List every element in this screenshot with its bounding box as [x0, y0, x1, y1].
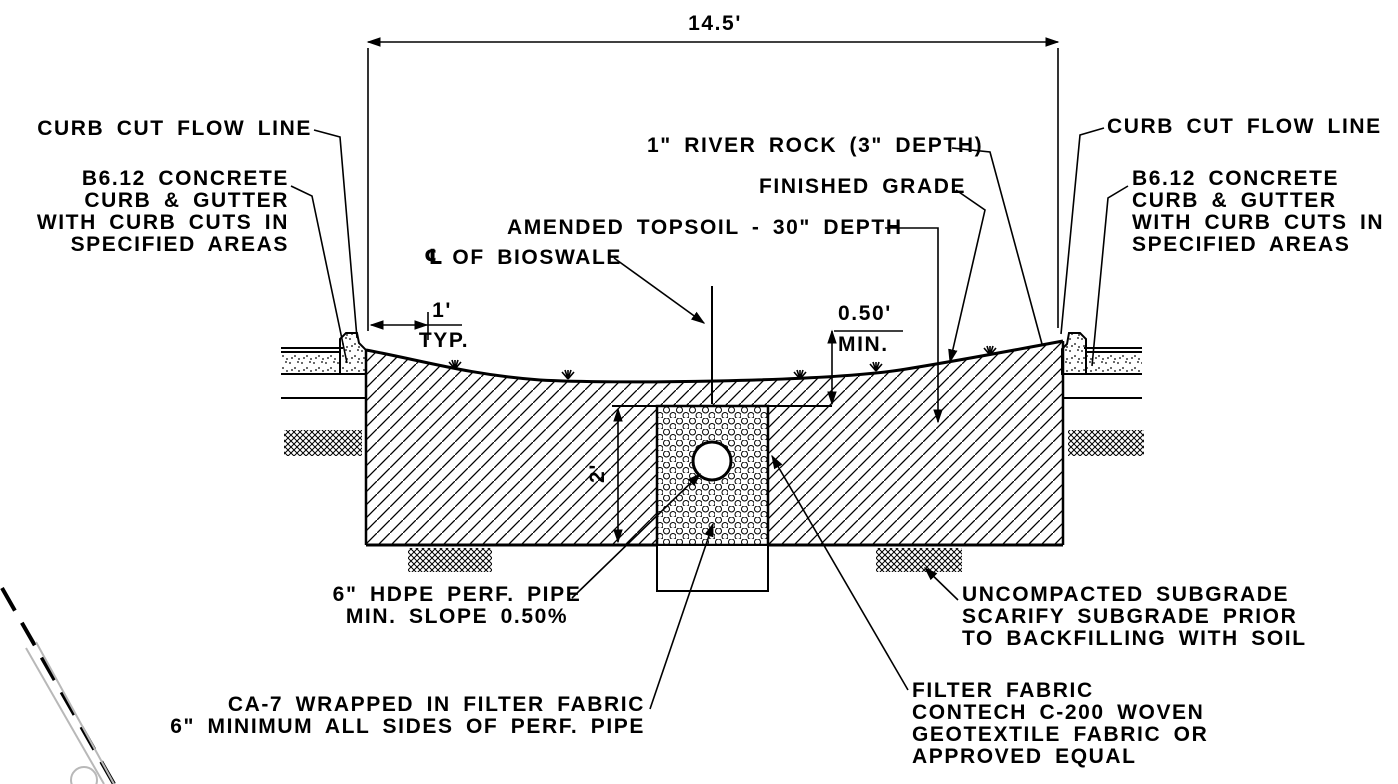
b612-left-line2: CURB & GUTTER: [84, 189, 289, 212]
subgrade-line3: TO BACKFILLING WITH SOIL: [962, 627, 1307, 650]
leader-filter-fabric: [771, 454, 909, 691]
subgrade-line1: UNCOMPACTED SUBGRADE: [962, 583, 1290, 606]
finished-grade-label: FINISHED GRADE: [759, 175, 967, 198]
leader-subgrade: [923, 567, 959, 601]
river-rock-label: 1" RIVER ROCK (3" DEPTH): [647, 134, 984, 157]
left-curb: [339, 332, 367, 375]
leader-centerline: [613, 257, 706, 324]
offset-dim-text: 1': [432, 299, 452, 322]
left-curb-and-pavement: [281, 332, 367, 456]
leader-ca7: [649, 522, 714, 710]
leader-lines: [290, 127, 1129, 710]
leader-amended-topsoil: [885, 227, 943, 424]
filter-fabric-label: FILTER FABRIC CONTECH C-200 WOVEN GEOTEX…: [912, 680, 1208, 768]
filter-fabric-line3: GEOTEXTILE FABRIC OR: [912, 723, 1209, 746]
hdpe-pipe-label: 6" HDPE PERF. PIPE MIN. SLOPE 0.50%: [318, 584, 596, 628]
leader-finished-grade: [948, 189, 986, 364]
leader-b612-left: [290, 185, 348, 364]
b612-left-line4: SPECIFIED AREAS: [70, 233, 289, 256]
right-curb: [1061, 332, 1087, 375]
curb-cut-flow-line-left-label: CURB CUT FLOW LINE: [37, 117, 312, 140]
b612-left-line3: WITH CURB CUTS IN: [36, 211, 289, 234]
filter-fabric-line4: APPROVED EQUAL: [912, 745, 1137, 768]
leader-curb-cut-left: [313, 129, 358, 339]
corner-linework: [0, 587, 116, 784]
leader-hdpe-pipe: [571, 473, 702, 599]
right-subgrade-hatch: [1068, 430, 1144, 456]
centerline-label: ℄ OF BIOSWALE: [424, 246, 622, 269]
gravel-trench: [612, 404, 832, 592]
ca7-label: CA-7 WRAPPED IN FILTER FABRIC 6" MINIMUM…: [138, 694, 645, 738]
b612-right-line2: CURB & GUTTER: [1132, 189, 1337, 212]
b612-right-line4: SPECIFIED AREAS: [1132, 233, 1351, 256]
offset-dim-note: TYP.: [418, 329, 470, 352]
amended-topsoil-label: AMENDED TOPSOIL - 30" DEPTH: [507, 216, 903, 239]
leader-river-rock: [951, 147, 1043, 345]
leader-curb-cut-right: [1060, 127, 1105, 335]
trench-depth-dim-text: 2': [585, 463, 609, 483]
freeboard-dim-note: MIN.: [838, 333, 889, 356]
centerline-symbol: ℄: [424, 245, 445, 269]
leader-b612-right: [1091, 185, 1129, 367]
b612-right-label: B6.12 CONCRETE CURB & GUTTER WITH CURB C…: [1132, 168, 1384, 256]
freeboard-dimension: [827, 329, 903, 406]
b612-right-line1: B6.12 CONCRETE: [1132, 167, 1340, 190]
centerline-text: OF BIOSWALE: [452, 246, 623, 269]
hdpe-pipe-line2: MIN. SLOPE 0.50%: [345, 605, 569, 628]
fabric-wrap-box: [656, 544, 769, 592]
ca7-line1: CA-7 WRAPPED IN FILTER FABRIC: [227, 693, 645, 716]
left-subgrade-hatch: [284, 430, 362, 456]
overall-width-dimension: [366, 37, 1060, 331]
overall-width-dim-text: 14.5': [688, 12, 742, 35]
perf-pipe-circle: [691, 440, 733, 482]
b612-right-line3: WITH CURB CUTS IN: [1132, 211, 1385, 234]
b612-left-line1: B6.12 CONCRETE: [81, 167, 289, 190]
ca7-line2: 6" MINIMUM ALL SIDES OF PERF. PIPE: [170, 715, 645, 738]
bottom-subgrade-hatch: [408, 548, 962, 572]
hdpe-pipe-line1: 6" HDPE PERF. PIPE: [332, 583, 582, 606]
finished-grade-line: [365, 339, 1064, 384]
right-curb-and-pavement: [1061, 332, 1144, 456]
offset-dimension: [369, 312, 462, 340]
curb-cut-flow-line-right-label: CURB CUT FLOW LINE: [1107, 115, 1382, 138]
filter-fabric-line1: FILTER FABRIC: [912, 679, 1094, 702]
b612-left-label: B6.12 CONCRETE CURB & GUTTER WITH CURB C…: [0, 168, 289, 256]
uncompacted-subgrade-label: UNCOMPACTED SUBGRADE SCARIFY SUBGRADE PR…: [962, 584, 1307, 650]
freeboard-dim-text: 0.50': [838, 302, 892, 325]
filter-fabric-line2: CONTECH C-200 WOVEN: [912, 701, 1205, 724]
subgrade-line2: SCARIFY SUBGRADE PRIOR: [962, 605, 1298, 628]
